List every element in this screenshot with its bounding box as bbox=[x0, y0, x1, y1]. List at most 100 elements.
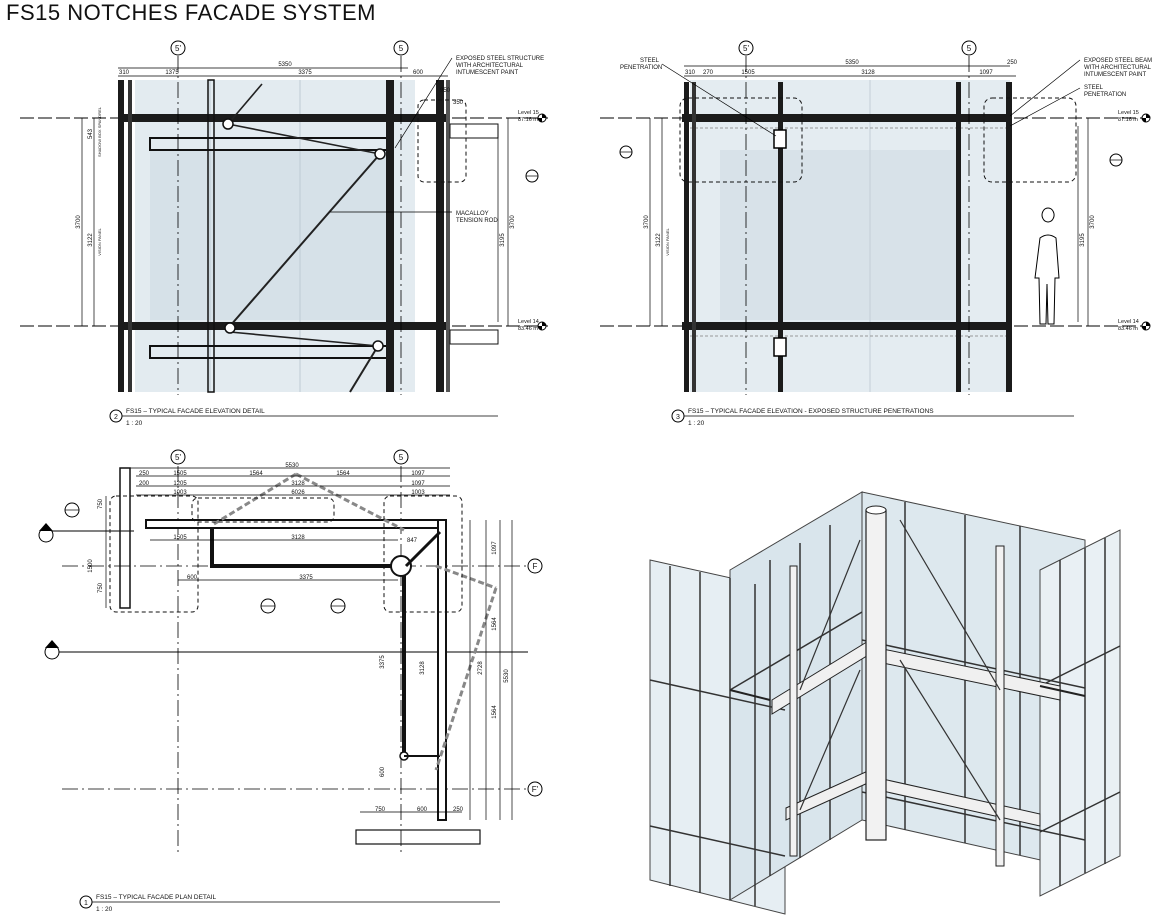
dim-label: VISION PANEL bbox=[97, 227, 102, 255]
dim-label: VISION PANEL bbox=[665, 227, 670, 255]
steel-beam-top bbox=[118, 114, 448, 122]
detail-scale: 1 : 20 bbox=[126, 420, 143, 427]
tension-rod bbox=[227, 123, 381, 155]
column-right-2 bbox=[1006, 82, 1012, 392]
dim-text: 1505 bbox=[173, 471, 187, 477]
grid-bubble bbox=[170, 40, 186, 56]
person-silhouette-icon bbox=[1034, 207, 1060, 325]
central-column bbox=[865, 509, 887, 841]
grid-label: F' bbox=[532, 785, 539, 794]
plan-detail: 5' 5 F F' bbox=[38, 449, 543, 913]
detail-callout-box bbox=[983, 97, 1077, 183]
detail-title: FS15 – TYPICAL FACADE ELEVATION - EXPOSE… bbox=[688, 408, 934, 415]
dim-text: 1564 bbox=[249, 471, 263, 477]
tension-rod bbox=[229, 153, 381, 327]
dim-text: 600 bbox=[417, 807, 428, 813]
level-label: Level 14 bbox=[1118, 319, 1139, 325]
level-label: Level 14 bbox=[518, 319, 539, 325]
grid-bubble bbox=[393, 449, 409, 465]
dim-text: 1375 bbox=[165, 70, 179, 76]
grid-bubble bbox=[170, 449, 186, 465]
dim-text: 1003 bbox=[411, 490, 425, 496]
dim-text: 543 bbox=[88, 128, 94, 139]
dim-text: 3128 bbox=[291, 535, 305, 541]
column-mid bbox=[207, 79, 215, 393]
steel-beam bbox=[682, 322, 1012, 330]
detail-callout-box bbox=[191, 497, 335, 523]
dim-text: 1564 bbox=[336, 471, 350, 477]
axonometric-view bbox=[649, 491, 1121, 915]
level-value: 83.46 m bbox=[518, 326, 538, 332]
callout-text: STEEL bbox=[1084, 85, 1104, 91]
dim-text: 1097 bbox=[411, 481, 425, 487]
grid-label: 5' bbox=[175, 44, 181, 53]
elevation-detail: 5' 5 5350 310 1375 3375 600 950 350 EXPO… bbox=[20, 40, 548, 427]
dim-text: 3122 bbox=[656, 233, 662, 247]
floor-edge bbox=[355, 829, 481, 845]
tension-rod bbox=[229, 331, 379, 347]
dim-text: 1564 bbox=[492, 705, 498, 719]
callout-text: MACALLOY bbox=[456, 211, 489, 217]
glass-panel bbox=[150, 150, 390, 320]
slab-section bbox=[449, 123, 499, 139]
glass-panel-right bbox=[1039, 529, 1121, 897]
rod-node bbox=[374, 148, 386, 160]
detail-number: 1 bbox=[84, 900, 88, 907]
rod-node bbox=[224, 322, 236, 334]
column-right-2 bbox=[436, 80, 444, 392]
slab-section bbox=[449, 329, 499, 345]
dim-text: 3122 bbox=[88, 233, 94, 247]
dim-text: 750 bbox=[98, 582, 104, 593]
grid-bubble bbox=[738, 40, 754, 56]
dim-text: 250 bbox=[453, 807, 464, 813]
detail-title: FS15 – TYPICAL FACADE ELEVATION DETAIL bbox=[126, 408, 265, 415]
dim-text: 5350 bbox=[278, 62, 292, 68]
callout-text: PENETRATION bbox=[620, 65, 662, 71]
steel-beam-plan bbox=[210, 528, 396, 568]
level-value: 87.16 m bbox=[518, 117, 538, 123]
dim-text: 847 bbox=[407, 538, 418, 544]
dim-text: 1097 bbox=[979, 70, 993, 76]
callout-text: INTUMESCENT PAINT bbox=[456, 70, 518, 76]
dim-text: 750 bbox=[375, 807, 386, 813]
grid-label: 5 bbox=[967, 44, 972, 53]
central-column-top bbox=[865, 505, 887, 515]
column-mid bbox=[778, 82, 783, 392]
dim-text: 1505 bbox=[173, 535, 187, 541]
dim-text: 5530 bbox=[285, 463, 299, 469]
penetrations-detail: 5' 5 5350 310 270 1505 3128 1097 250 STE… bbox=[600, 40, 1152, 427]
rod-node bbox=[372, 340, 384, 352]
dim-text: 3700 bbox=[644, 215, 650, 229]
column-right bbox=[386, 80, 394, 392]
dim-text: 1500 bbox=[88, 559, 94, 573]
detail-callout-box bbox=[679, 97, 803, 183]
dim-text: 3195 bbox=[1080, 233, 1086, 247]
detail-title: FS15 – TYPICAL FACADE PLAN DETAIL bbox=[96, 894, 217, 901]
facade-wall-corner bbox=[119, 467, 131, 609]
level-label: Level 15 bbox=[518, 110, 539, 116]
callout-text: EXPOSED STEEL STRUCTURE bbox=[456, 56, 544, 62]
dim-text: 3375 bbox=[380, 655, 386, 669]
dim-text: 5530 bbox=[504, 669, 510, 683]
dim-text: 350 bbox=[453, 100, 464, 106]
steel-penetration-icon bbox=[773, 129, 787, 149]
dim-text: 600 bbox=[413, 70, 424, 76]
column-right bbox=[956, 82, 961, 392]
grid-bubble bbox=[527, 781, 543, 797]
grid-bubble bbox=[393, 40, 409, 56]
rod-node bbox=[222, 118, 234, 130]
dim-text: 6026 bbox=[291, 490, 305, 496]
detail-number: 2 bbox=[114, 414, 118, 421]
grid-label: 5' bbox=[175, 453, 181, 462]
dim-text: 310 bbox=[685, 70, 696, 76]
mullion-left-2 bbox=[128, 80, 132, 392]
dim-text: 250 bbox=[139, 471, 150, 477]
detail-scale: 1 : 20 bbox=[688, 420, 705, 427]
callout-text: WITH ARCHITECTURAL bbox=[1084, 65, 1152, 71]
dim-text: 3700 bbox=[510, 215, 516, 229]
dim-text: 950 bbox=[440, 88, 451, 94]
dim-text: 3700 bbox=[76, 215, 82, 229]
callout-text: INTUMESCENT PAINT bbox=[1084, 72, 1146, 78]
callout-text: WITH ARCHITECTURAL bbox=[456, 63, 524, 69]
callout-text: EXPOSED STEEL BEAM bbox=[1084, 58, 1152, 64]
